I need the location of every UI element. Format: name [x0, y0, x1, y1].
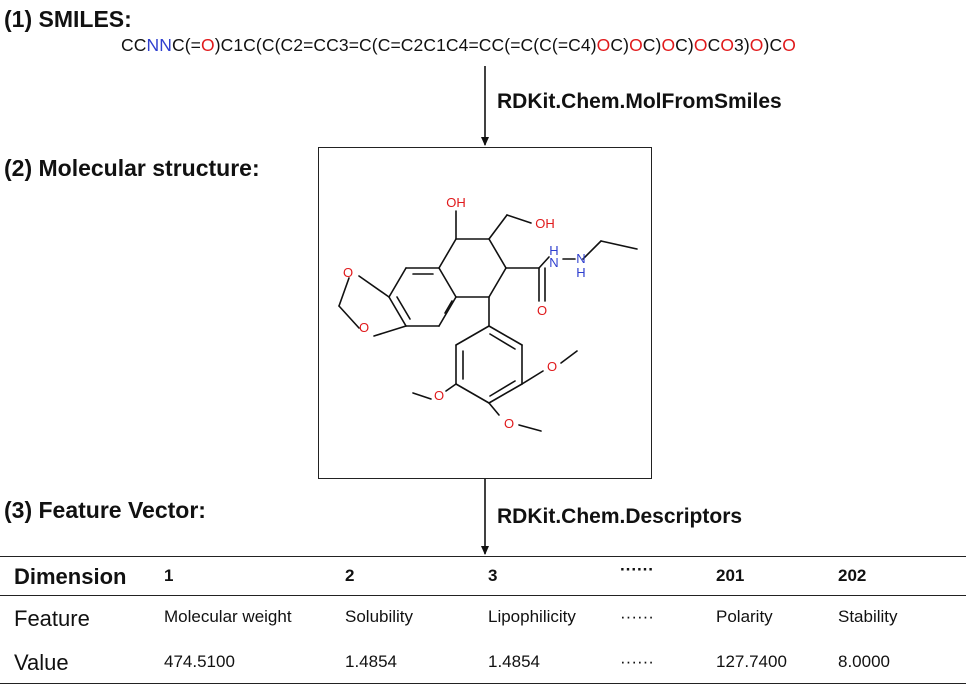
smiles-token: C(= [171, 35, 201, 55]
smiles-token: C) [675, 35, 694, 55]
feature-vector-heading: (3) Feature Vector: [4, 497, 206, 523]
feature-cell: Stability [838, 607, 898, 626]
smiles-token: O [629, 35, 643, 55]
hydroxyl-label-1: OH [446, 195, 466, 210]
dimension-cell: 2 [345, 566, 355, 585]
amide-nh-hydrogen: H [549, 243, 558, 258]
methoxy-oxygen-3: O [504, 416, 514, 431]
smiles-token: 3) [734, 35, 750, 55]
smiles-string: CCNNC(=O)C1C(C(C2=CC3=C(C=C2C1C4=CC(=C(C… [121, 35, 796, 56]
smiles-token: O [749, 35, 764, 55]
feature-cell: Polarity [716, 607, 773, 626]
amide-nitrogen: N [549, 255, 558, 270]
smiles-token: O [720, 35, 735, 55]
dimension-cell: 1 [164, 566, 174, 585]
step-molfromsmiles-label: RDKit.Chem.MolFromSmiles [497, 90, 782, 113]
table-header-rule [0, 595, 966, 596]
table-bottom-rule [0, 683, 966, 684]
smiles-token: C) [642, 35, 662, 55]
molecule-drawing: OH OH H N N H O O O O O O [338, 195, 638, 432]
value-cell: 1.4854 [345, 652, 397, 671]
smiles-token: C [707, 35, 721, 55]
value-row-label: Value [14, 650, 69, 675]
value-cell: 1.4854 [488, 652, 540, 671]
feature-cell: Molecular weight [164, 607, 292, 626]
dioxole-oxygen-2: O [359, 320, 369, 335]
value-cell: 127.7400 [716, 652, 787, 671]
smiles-token: CC [121, 35, 147, 55]
table-top-rule [0, 556, 966, 557]
methoxy-oxygen-2: O [434, 388, 444, 403]
feature-cell: ······ [620, 607, 654, 626]
carbonyl-oxygen: O [537, 303, 547, 318]
smiles-heading: (1) SMILES: [4, 6, 132, 32]
feature-row-label: Feature [14, 606, 90, 631]
hydroxyl-label-2: OH [535, 216, 555, 231]
smiles-token: C) [610, 35, 630, 55]
dimension-cell: 201 [716, 566, 745, 585]
value-cell: 8.0000 [838, 652, 890, 671]
methoxy-oxygen-1: O [547, 359, 557, 374]
dimension-cell: ······ [620, 560, 654, 579]
dioxole-oxygen-1: O [343, 265, 353, 280]
hydrazine-nitrogen: N [576, 251, 585, 266]
hydrazine-hydrogen: H [576, 265, 585, 280]
structure-heading: (2) Molecular structure: [4, 155, 260, 181]
smiles-token: O [661, 35, 676, 55]
smiles-token: O [693, 35, 708, 55]
smiles-token: )C1C(C(C2=CC3=C(C=C2C1C4=CC(=C(C(=C4) [214, 35, 597, 55]
step-descriptors-label: RDKit.Chem.Descriptors [497, 505, 743, 528]
smiles-token: O [782, 35, 796, 55]
molecule-structure-panel: OH OH H N N H O O O O O O [318, 147, 652, 479]
smiles-token: O [596, 35, 611, 55]
feature-cell: Solubility [345, 607, 414, 626]
smiles-token: )C [763, 35, 783, 55]
dimension-cell: 3 [488, 566, 498, 585]
smiles-token: NN [146, 35, 172, 55]
feature-cell: Lipophilicity [488, 607, 576, 626]
smiles-token: O [200, 35, 215, 55]
value-cell: 474.5100 [164, 652, 235, 671]
dimension-cell: 202 [838, 566, 867, 585]
dimension-row-label: Dimension [14, 564, 127, 589]
value-cell: ······ [620, 652, 654, 671]
